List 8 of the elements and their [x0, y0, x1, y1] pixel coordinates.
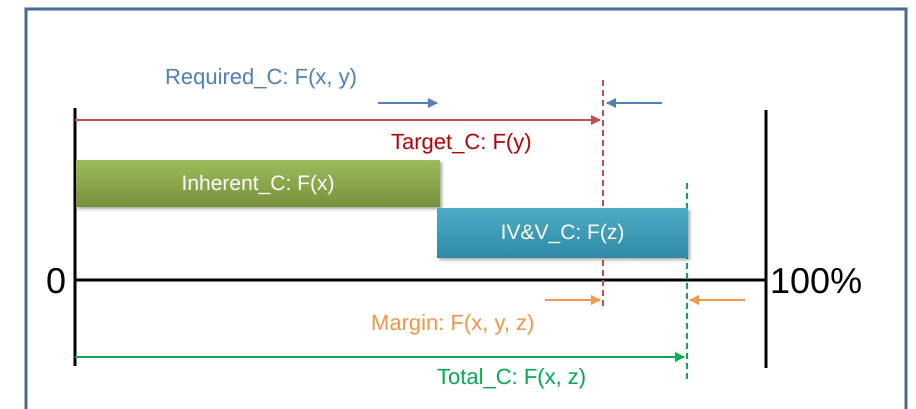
- measure-label: Margin: F(x, y, z): [371, 312, 534, 334]
- bar: IV&V_C: F(z): [437, 208, 688, 258]
- bar: Inherent_C: F(x): [76, 160, 440, 207]
- measure-label: Required_C: F(x, y): [165, 66, 357, 88]
- axis-label: 100%: [770, 263, 862, 299]
- axis-label: 0: [46, 263, 66, 299]
- measure-label: Target_C: F(y): [391, 131, 532, 153]
- measure-label: Total_C: F(x, z): [437, 366, 586, 388]
